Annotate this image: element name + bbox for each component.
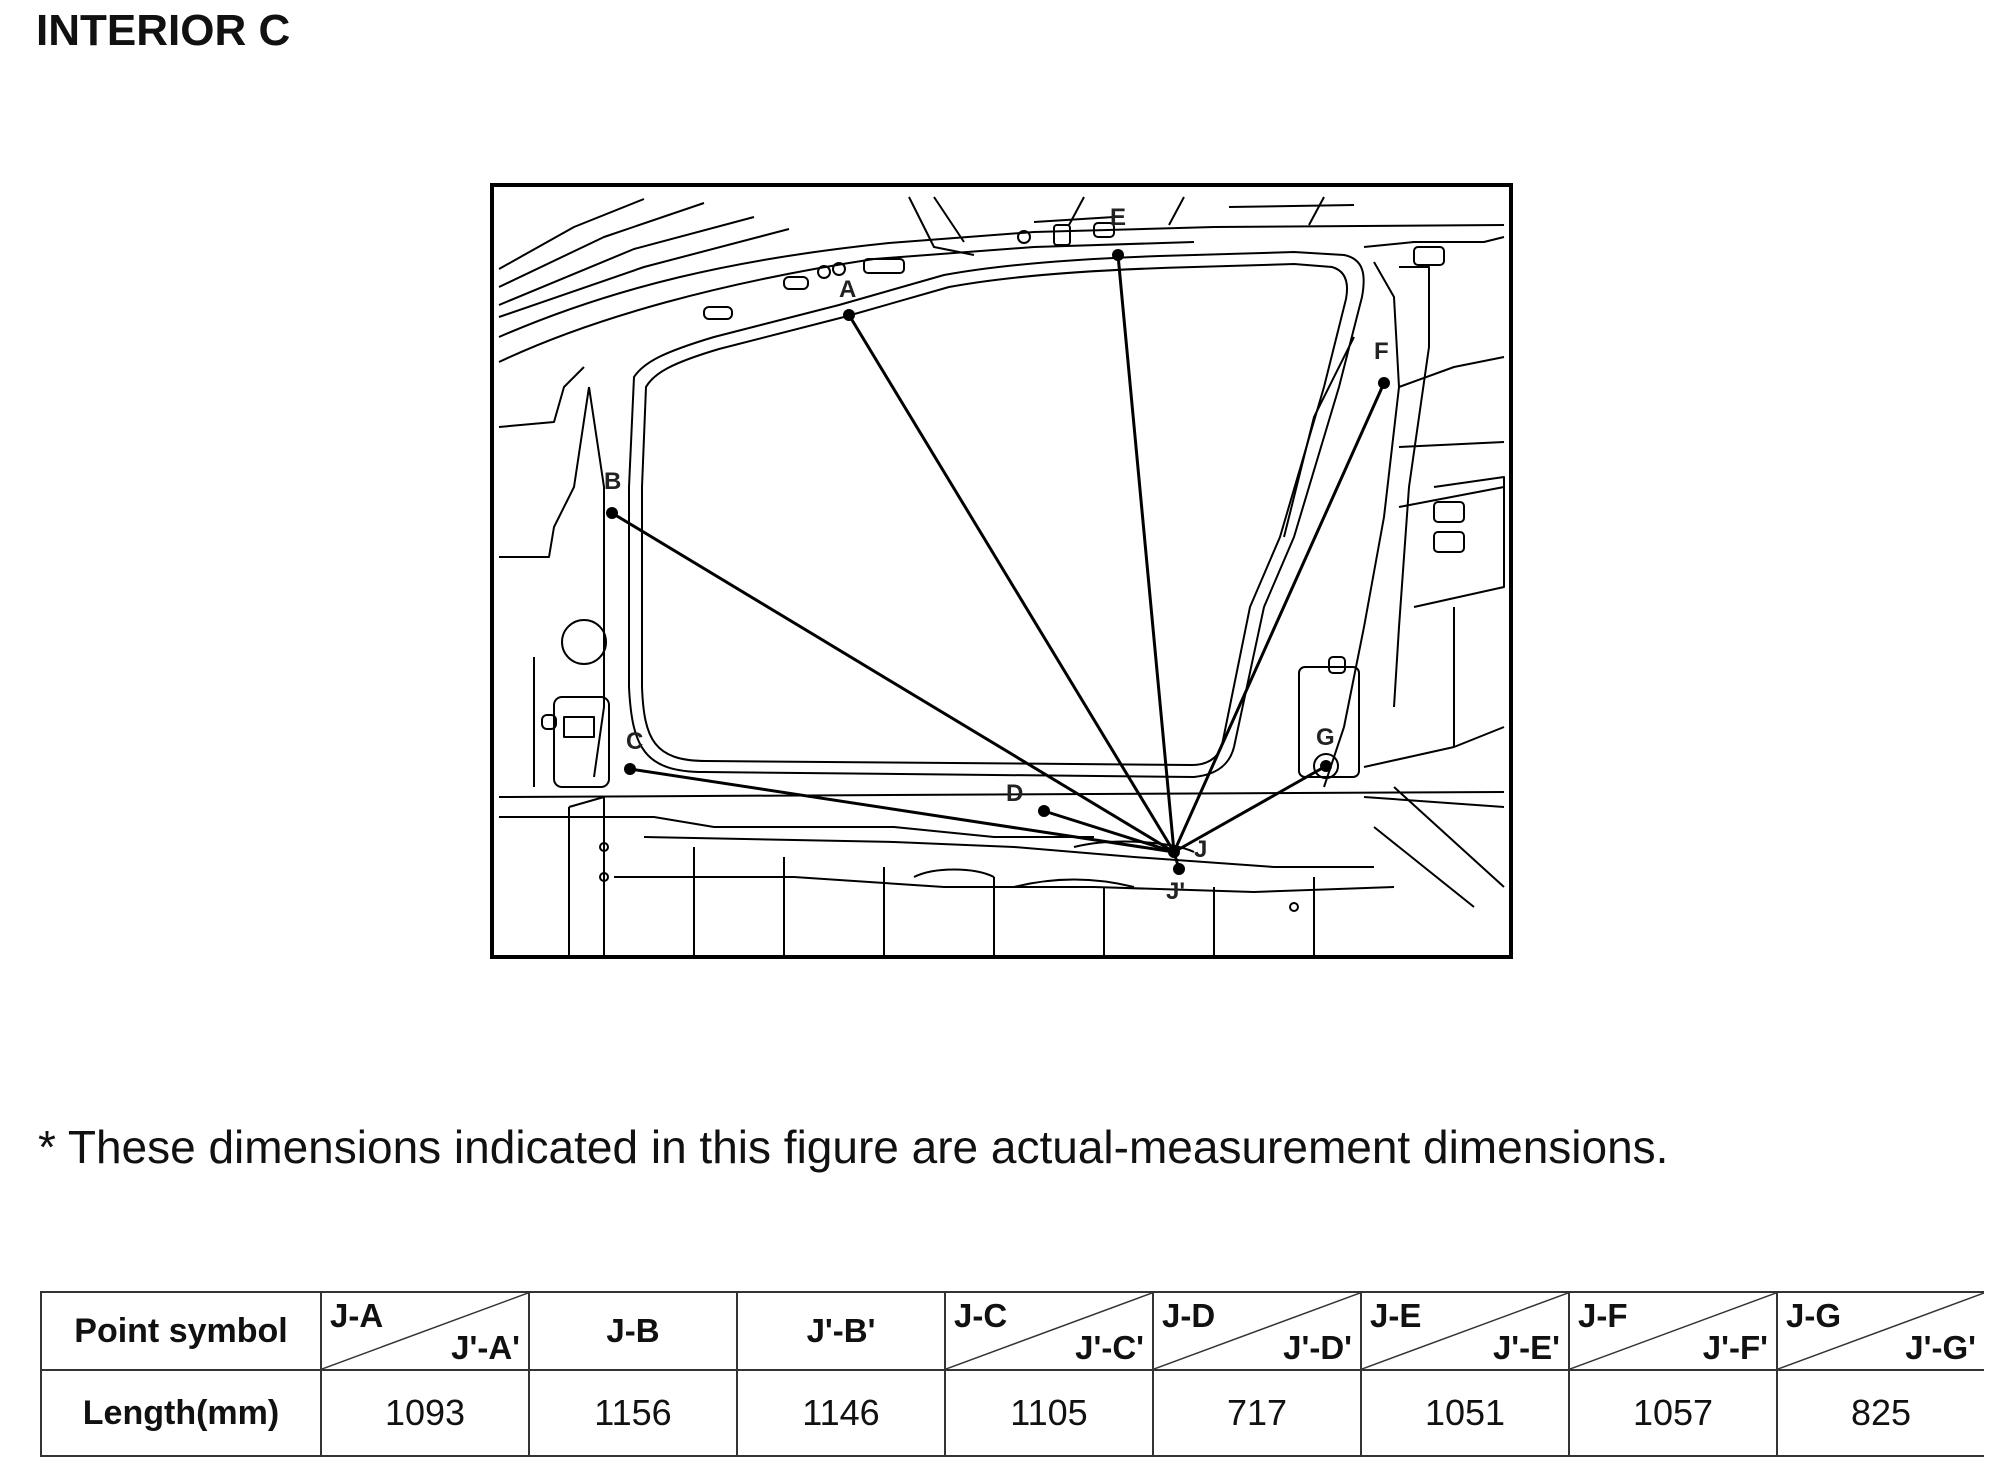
row-label-length: Length(mm) (40, 1369, 322, 1457)
header-j-d-bottom: J'-D' (1283, 1329, 1352, 1366)
point-label-b: B (604, 468, 621, 495)
value-j-b: 1156 (528, 1369, 738, 1457)
table-row-length: Length(mm) 1093 1156 1146 1105 717 1051 … (40, 1369, 1984, 1457)
table-header-row: Point symbol J-A J'-A' J-B J'-B' J-C J'-… (40, 1291, 1984, 1371)
header-j-e: J-E J'-E' (1360, 1291, 1570, 1371)
value-j-d: 717 (1152, 1369, 1362, 1457)
dimensions-table: Point symbol J-A J'-A' J-B J'-B' J-C J'-… (40, 1291, 1984, 1457)
measurement-lines (611, 216, 1386, 870)
interior-diagram: A B C D E F G J J' (490, 183, 1513, 959)
page-title: INTERIOR C (36, 6, 291, 55)
point-d-marker (1038, 805, 1050, 817)
point-label-e: E (1110, 204, 1126, 231)
header-j-g-top: J-G (1786, 1297, 1842, 1334)
measurement-note: * These dimensions indicated in this fig… (38, 1121, 1669, 1173)
point-g-ring (1313, 753, 1339, 779)
value-j-c: 1105 (944, 1369, 1154, 1457)
header-j-c-top: J-C (954, 1297, 1008, 1334)
header-j-a: J-A J'-A' (320, 1291, 530, 1371)
measurement-points (606, 249, 1390, 875)
point-labels: A B C D E F G J J' (604, 204, 1389, 905)
point-g-marker (1320, 760, 1332, 772)
header-j-g: J-G J'-G' (1776, 1291, 1984, 1371)
header-j-c-bottom: J'-C' (1075, 1329, 1144, 1366)
header-j-b-label: J-B (606, 1312, 660, 1349)
header-j-c: J-C J'-C' (944, 1291, 1154, 1371)
point-label-j: J (1194, 836, 1207, 863)
point-j-marker (1168, 846, 1180, 858)
value-j-f: 1057 (1568, 1369, 1778, 1457)
point-f-marker (1378, 377, 1390, 389)
value-j-g: 825 (1776, 1369, 1984, 1457)
value-j-a: 1093 (320, 1369, 530, 1457)
point-j-prime-marker (1173, 863, 1185, 875)
point-b-marker (606, 507, 618, 519)
point-label-c: C (626, 728, 643, 755)
header-point-symbol: Point symbol (40, 1291, 322, 1371)
header-j-f-top: J-F (1578, 1297, 1628, 1334)
header-j-f-bottom: J'-F' (1702, 1329, 1768, 1366)
point-c-marker (624, 763, 636, 775)
header-j-e-top: J-E (1370, 1297, 1422, 1334)
point-label-j-prime: J' (1166, 878, 1185, 905)
header-j-prime-b-prime: J'-B' (736, 1291, 946, 1371)
header-j-e-bottom: J'-E' (1492, 1329, 1560, 1366)
header-j-g-bottom: J'-G' (1905, 1329, 1976, 1366)
point-label-d: D (1006, 780, 1023, 807)
value-j-e: 1051 (1360, 1369, 1570, 1457)
header-j-d-top: J-D (1162, 1297, 1216, 1334)
header-j-f: J-F J'-F' (1568, 1291, 1778, 1371)
value-j-prime-b-prime: 1146 (736, 1369, 946, 1457)
header-j-prime-b-prime-label: J'-B' (806, 1312, 876, 1349)
point-e-marker (1112, 249, 1124, 261)
point-label-g: G (1316, 724, 1335, 751)
header-j-a-bottom: J'-A' (451, 1329, 520, 1366)
header-j-b: J-B (528, 1291, 738, 1371)
point-label-f: F (1374, 338, 1389, 365)
header-j-d: J-D J'-D' (1152, 1291, 1362, 1371)
point-a-marker (843, 309, 855, 321)
header-j-a-top: J-A (330, 1297, 384, 1334)
point-label-a: A (839, 276, 856, 303)
body-structure-drawing: A B C D E F G J J' (498, 196, 1505, 955)
structure-outline (498, 196, 1505, 955)
